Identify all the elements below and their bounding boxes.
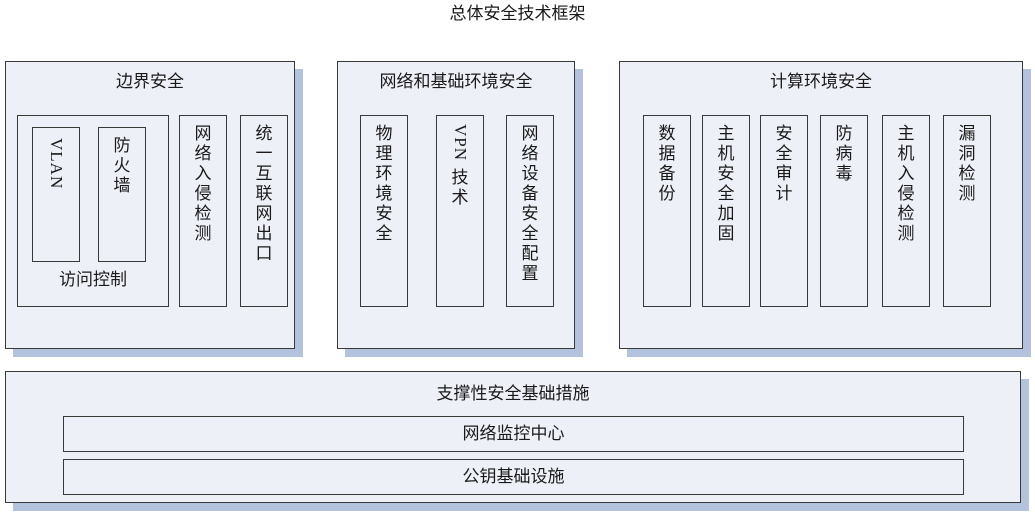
compute-environment-title: 计算环境安全 bbox=[770, 72, 872, 92]
intrusion-detection-box: 网 络 入 侵 检 测 bbox=[179, 115, 227, 307]
vpn-box: VPN 技 术 bbox=[436, 115, 484, 307]
device-config-label: 网 络 设 备 安 全 配 置 bbox=[521, 124, 539, 284]
security-audit-label: 安 全 审 计 bbox=[775, 124, 793, 204]
network-environment-panel: 网络和基础环境安全 物 理 环 境 安 全 VPN 技 术 网 络 设 备 安 … bbox=[337, 61, 575, 349]
support-infrastructure-title: 支撑性安全基础措施 bbox=[436, 384, 590, 404]
diagram-title: 总体安全技术框架 bbox=[449, 4, 586, 24]
host-intrusion-detection-label: 主 机 入 侵 检 测 bbox=[897, 124, 915, 244]
security-audit-box: 安 全 审 计 bbox=[760, 115, 808, 307]
data-backup-box: 数 据 备 份 bbox=[643, 115, 691, 307]
vlan-box: VLAN bbox=[32, 127, 80, 262]
host-hardening-label: 主 机 安 全 加 固 bbox=[717, 124, 735, 244]
intrusion-detection-label: 网 络 入 侵 检 测 bbox=[194, 124, 212, 244]
internet-exit-box: 统 一 互 联 网 出 口 bbox=[240, 115, 288, 307]
network-environment-title: 网络和基础环境安全 bbox=[379, 72, 533, 92]
compute-environment-panel: 计算环境安全 数 据 备 份 主 机 安 全 加 固 安 全 审 计 防 病 毒… bbox=[619, 61, 1023, 349]
network-monitoring-center: 网络监控中心 bbox=[63, 416, 964, 452]
vulnerability-scan-box: 漏 洞 检 测 bbox=[943, 115, 991, 307]
vpn-label-latin: VPN bbox=[451, 124, 470, 162]
internet-exit-label: 统 一 互 联 网 出 口 bbox=[255, 124, 273, 264]
boundary-security-title: 边界安全 bbox=[116, 72, 184, 92]
firewall-label: 防 火 墙 bbox=[113, 136, 131, 196]
antivirus-box: 防 病 毒 bbox=[820, 115, 868, 307]
physical-environment-label: 物 理 环 境 安 全 bbox=[375, 124, 393, 244]
vpn-label: VPN 技 术 bbox=[450, 124, 470, 208]
access-control-label: 访问控制 bbox=[59, 270, 127, 290]
antivirus-label: 防 病 毒 bbox=[835, 124, 853, 184]
vlan-label: VLAN bbox=[47, 138, 66, 190]
access-control-box: VLAN 防 火 墙 访问控制 bbox=[17, 115, 169, 307]
device-config-box: 网 络 设 备 安 全 配 置 bbox=[506, 115, 554, 307]
vpn-label-cjk: 技 术 bbox=[451, 168, 469, 209]
support-infrastructure-panel: 支撑性安全基础措施 网络监控中心 公钥基础设施 bbox=[5, 371, 1021, 503]
boundary-security-panel: 边界安全 VLAN 防 火 墙 访问控制 网 络 入 侵 检 测 统 一 互 联… bbox=[5, 61, 295, 349]
host-hardening-box: 主 机 安 全 加 固 bbox=[702, 115, 750, 307]
data-backup-label: 数 据 备 份 bbox=[658, 124, 676, 204]
physical-environment-box: 物 理 环 境 安 全 bbox=[360, 115, 408, 307]
pki-infrastructure: 公钥基础设施 bbox=[63, 459, 964, 495]
firewall-box: 防 火 墙 bbox=[98, 127, 146, 262]
host-intrusion-detection-box: 主 机 入 侵 检 测 bbox=[882, 115, 930, 307]
vulnerability-scan-label: 漏 洞 检 测 bbox=[958, 124, 976, 204]
